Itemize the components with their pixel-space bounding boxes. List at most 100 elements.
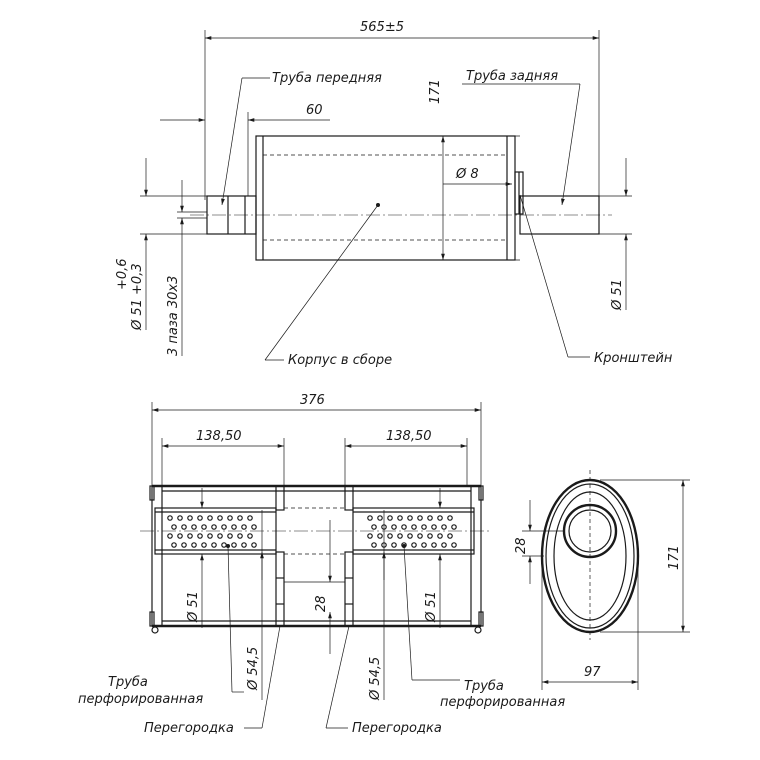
perforation-hole: [251, 542, 257, 548]
perforation-hole: [431, 542, 437, 548]
dim-171-end: 171: [667, 545, 682, 570]
perforation-hole: [387, 533, 393, 539]
dim-phi51-right-section: Ø 51: [424, 591, 439, 623]
perforation-hole: [427, 533, 433, 539]
label-body-assembly: Корпус в сборе: [288, 353, 392, 368]
dim-phi545-left: Ø 54,5: [246, 647, 261, 691]
perforation-hole: [431, 524, 437, 530]
perforation-hole: [417, 533, 423, 539]
perforation-hole: [221, 524, 227, 530]
perforation-hole: [237, 515, 243, 521]
perforation-hole: [377, 533, 383, 539]
perforation-hole: [181, 524, 187, 530]
muffler-body: [255, 135, 516, 261]
dim-171-top: 171: [428, 79, 443, 104]
perforation-hole: [231, 524, 237, 530]
perforation-hole: [251, 524, 257, 530]
dim-phi51-rear: Ø 51: [610, 279, 625, 311]
perforation-hole: [187, 515, 193, 521]
dim-pipe-outer: Ø 51 +0,3: [130, 263, 145, 331]
perforation-hole: [421, 524, 427, 530]
perforation-hole: [201, 542, 207, 548]
perforation-hole: [371, 542, 377, 548]
perforation-hole: [241, 524, 247, 530]
perforation-hole: [201, 524, 207, 530]
perforation-hole: [237, 533, 243, 539]
perforation-hole: [197, 515, 203, 521]
perforation-hole: [371, 524, 377, 530]
perforation-hole: [417, 515, 423, 521]
perforation-hole: [191, 542, 197, 548]
label-perf-tube-left-2: перфорированная: [78, 692, 203, 707]
label-bracket: Кронштейн: [594, 351, 673, 366]
perforation-hole: [247, 533, 253, 539]
dim-376: 376: [300, 393, 325, 408]
perforation-hole: [217, 515, 223, 521]
perforation-hole: [227, 533, 233, 539]
dim-phi51-left-section: Ø 51: [186, 591, 201, 623]
perforation-hole: [397, 533, 403, 539]
perforation-hole: [451, 542, 457, 548]
perforation-hole: [441, 524, 447, 530]
top-view: 565±5 60 Труба передня: [115, 20, 673, 368]
perforation-hole: [171, 542, 177, 548]
label-baffle-left: Перегородка: [144, 721, 234, 736]
perforation-hole: [181, 542, 187, 548]
dim-138-left: 138,50: [196, 429, 242, 444]
perforation-hole: [447, 515, 453, 521]
dim-28-end: 28: [514, 537, 529, 554]
dim-138-right: 138,50: [386, 429, 432, 444]
label-perf-tube-right-2: перфорированная: [440, 695, 565, 710]
perforation-hole: [207, 515, 213, 521]
perforation-hole: [407, 515, 413, 521]
perforation-hole: [197, 533, 203, 539]
dim-slots: 3 паза 30х3: [166, 276, 181, 356]
perforation-hole: [231, 542, 237, 548]
perforation-hole: [447, 533, 453, 539]
perforation-hole: [427, 515, 433, 521]
baffle-left: [275, 485, 285, 627]
perforation-hole: [167, 515, 173, 521]
dim-overall-length: 565±5: [360, 20, 404, 35]
perforation-hole: [407, 533, 413, 539]
dim-97: 97: [584, 665, 601, 680]
perforation-hole: [437, 533, 443, 539]
perforation-hole: [367, 515, 373, 521]
perforation-hole: [367, 533, 373, 539]
perforation-hole: [391, 542, 397, 548]
perforation-hole: [221, 542, 227, 548]
baffle-right: [344, 485, 354, 627]
label-baffle-right: Перегородка: [352, 721, 442, 736]
perforation-hole: [167, 533, 173, 539]
perforation-hole: [207, 533, 213, 539]
perforation-hole: [451, 524, 457, 530]
perforation-hole: [241, 542, 247, 548]
label-perf-tube-right-1: Труба: [464, 679, 504, 694]
dim-phi8: Ø 8: [455, 167, 479, 182]
perforation-hole: [211, 542, 217, 548]
perforation-hole: [411, 524, 417, 530]
perforation-hole: [211, 524, 217, 530]
dim-phi545-right: Ø 54,5: [368, 657, 383, 701]
dim-60: 60: [306, 103, 323, 118]
perforation-hole: [177, 515, 183, 521]
perforation-hole: [227, 515, 233, 521]
perforation-hole: [377, 515, 383, 521]
perforation-hole: [421, 542, 427, 548]
label-rear-pipe: Труба задняя: [466, 69, 558, 84]
perforation-hole: [437, 515, 443, 521]
perforation-hole: [247, 515, 253, 521]
perforation-hole: [187, 533, 193, 539]
perforation-hole: [171, 524, 177, 530]
label-front-pipe: Труба передняя: [272, 71, 382, 86]
perforation-hole: [387, 515, 393, 521]
section-shell: [149, 484, 484, 634]
section-view: 376 138,50 138,50: [78, 393, 565, 736]
rear-pipe: [514, 171, 600, 235]
end-view: 28 171 97: [514, 470, 690, 690]
label-perf-tube-left-1: Труба: [108, 675, 148, 690]
perforation-hole: [217, 533, 223, 539]
perforation-hole: [441, 542, 447, 548]
perforated-tube-right: [352, 507, 475, 555]
perforation-hole: [177, 533, 183, 539]
